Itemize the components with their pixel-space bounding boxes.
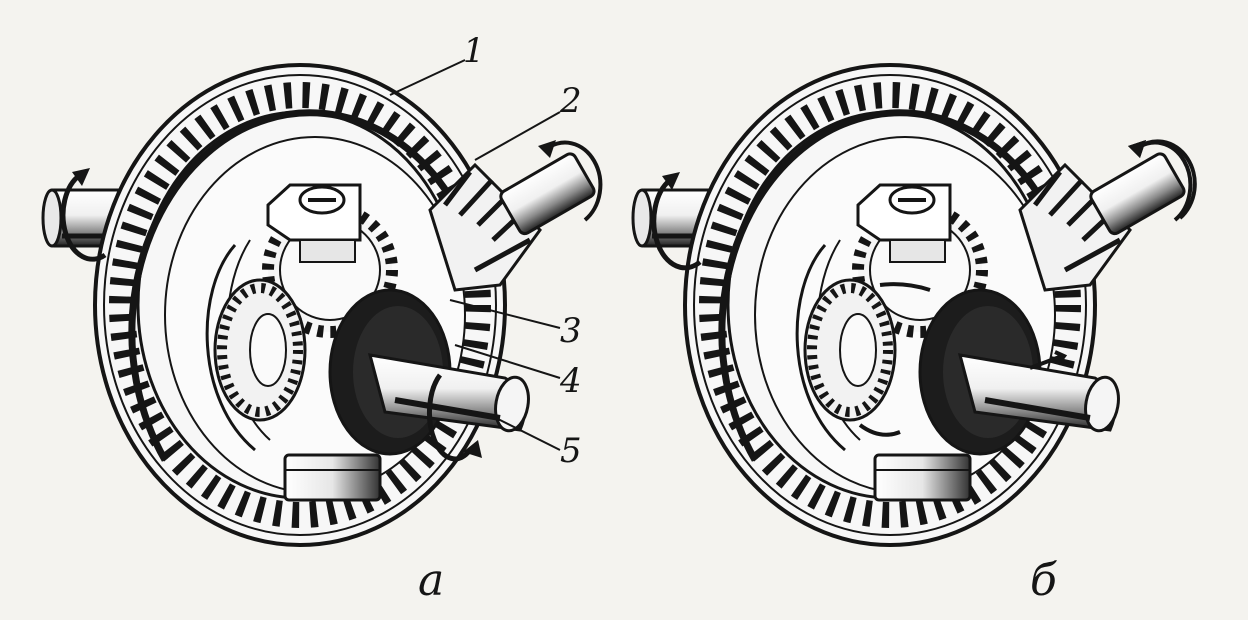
rotation-arrow-side-b: [858, 423, 901, 437]
rotation-arrow-left-b: [651, 178, 702, 271]
rotation-arrow-left: [60, 172, 107, 262]
panel-a: 1 2 3 4 5 а: [43, 31, 600, 606]
rotation-arrow-right-b: [1029, 350, 1068, 370]
callout-5: 5: [560, 431, 582, 471]
panel-a-caption: а: [418, 555, 444, 606]
panel-b-caption: б: [1030, 555, 1057, 606]
panel-b: б: [633, 65, 1195, 606]
callout-leaders: [389, 59, 561, 451]
rotation-arrow-spider-b: [879, 282, 931, 292]
callout-2: 2: [559, 81, 582, 121]
callout-1: 1: [463, 31, 485, 71]
callout-4: 4: [559, 361, 582, 401]
rotation-arrow-pinion-b: [1133, 139, 1197, 220]
rotation-arrow-right: [427, 373, 472, 462]
callout-3: 3: [560, 311, 582, 351]
